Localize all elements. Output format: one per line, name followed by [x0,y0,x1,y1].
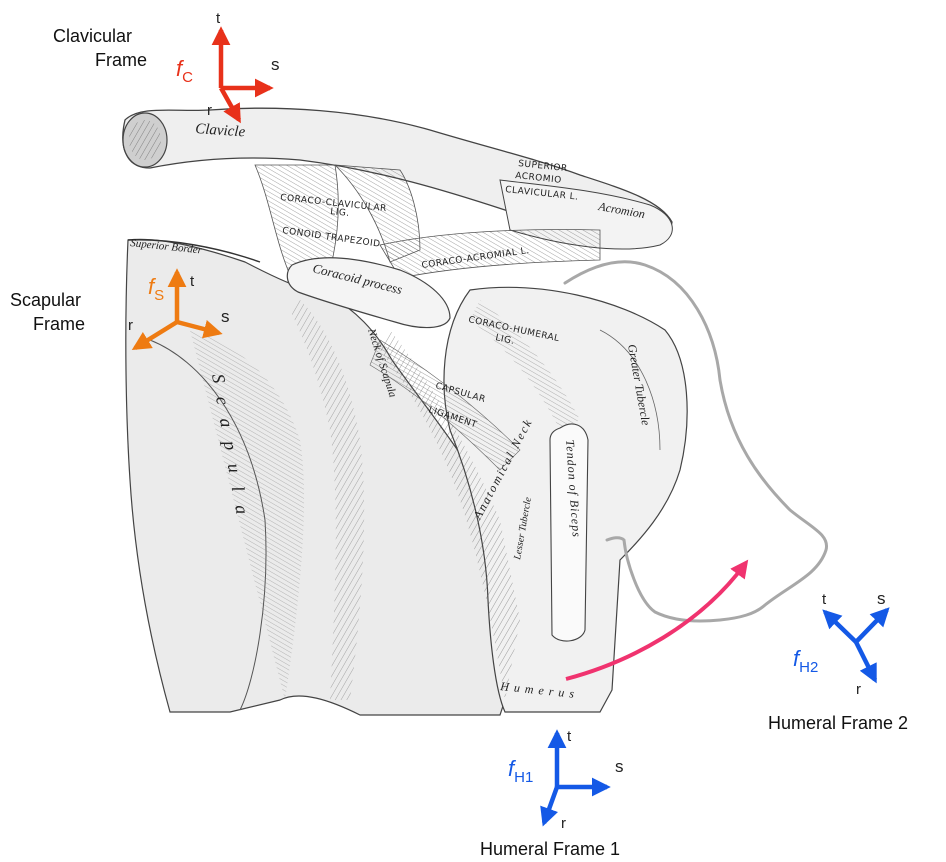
label-coraco-clavicular-2: LIG. [330,207,350,219]
humeral1-frame-title: Humeral Frame 1 [480,839,620,859]
humeral1-s-label: s [615,757,624,776]
humeral1-t-label: t [567,728,572,745]
scapular-frame-title-2: Frame [33,314,85,334]
humeral1-r-label: r [561,815,566,832]
scapular-s-label: s [221,307,230,326]
clavicular-t-label: t [216,10,221,27]
humeral2-t-label: t [822,591,827,608]
humeral1-r-axis [544,787,557,823]
humeral2-t-axis [825,612,856,642]
scapular-r-label: r [128,317,133,334]
clavicular-frame: t s r fC Clavicular Frame [53,10,280,120]
clavicular-r-label: r [207,102,212,119]
humeral2-f-symbol: fH2 [793,646,818,676]
clavicular-f-symbol: fC [176,56,193,86]
clavicular-frame-title-2: Frame [95,50,147,70]
humeral2-r-label: r [856,681,861,698]
humeral2-s-axis [856,610,887,642]
humeral-frame-1: t s r fH1 Humeral Frame 1 [480,728,624,859]
scapular-frame-title-1: Scapular [10,290,81,310]
humeral-frame-2: t s r fH2 Humeral Frame 2 [768,589,908,733]
humeral2-r-axis [856,642,875,680]
humeral1-f-symbol: fH1 [508,756,533,786]
humeral2-frame-title: Humeral Frame 2 [768,713,908,733]
humeral2-s-label: s [877,589,886,608]
clavicular-s-label: s [271,55,280,74]
clavicular-frame-title-1: Clavicular [53,26,132,46]
